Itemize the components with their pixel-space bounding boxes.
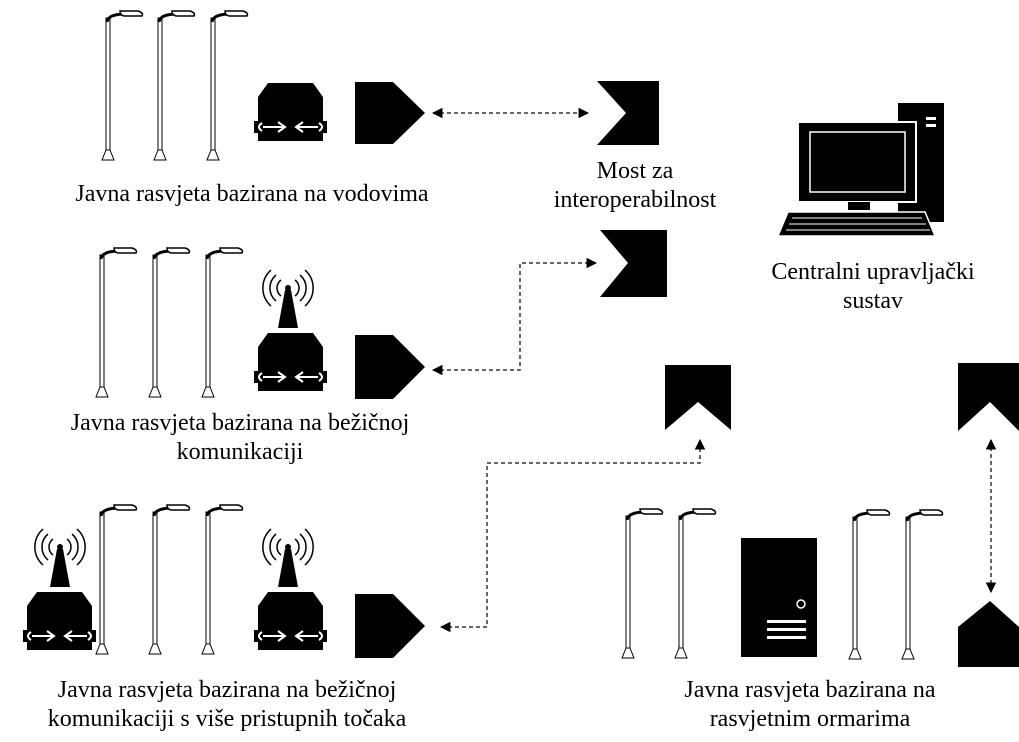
cabinet-label-line-2: rasvjetnim ormarima — [709, 706, 911, 732]
concentrator-box-icon — [22, 591, 97, 651]
protocol-adapter-icon — [355, 335, 425, 399]
street-lamp-icon — [205, 9, 249, 162]
concentrator-box-icon — [253, 591, 328, 651]
bridge-label-line-2: interoperabilnost — [553, 187, 717, 213]
street-lamp-icon — [620, 507, 664, 660]
concentrator-box-icon — [253, 82, 328, 142]
cabinet-label-line-1: Javna rasvjeta bazirana na — [684, 677, 936, 703]
connector-arrow — [439, 438, 706, 633]
wireless-label-line-1: Javna rasvjeta bazirana na bežičnoj — [70, 410, 410, 436]
cabinet-label: Javna rasvjeta bazirana na rasvjetnim or… — [660, 676, 960, 734]
protocol-adapter-icon — [355, 594, 425, 658]
power-line-label-text: Javna rasvjeta bazirana na vodovima — [75, 181, 429, 207]
wireless-label-line-2: komunikaciji — [176, 439, 304, 465]
central-label: Centralni upravljački sustav — [728, 258, 1018, 316]
protocol-adapter-icon — [597, 81, 659, 145]
protocol-adapter-icon — [600, 230, 667, 297]
street-lamp-icon — [200, 503, 244, 656]
street-lamp-icon — [94, 503, 138, 656]
wireless-antenna-icon — [34, 528, 86, 588]
wireless-antenna-icon — [262, 528, 314, 588]
wireless-antenna-icon — [262, 269, 314, 329]
computer-icon — [776, 103, 944, 237]
bridge-label: Most za interoperabilnost — [520, 157, 750, 215]
multi-ap-label: Javna rasvjeta bazirana na bežičnoj komu… — [2, 676, 452, 734]
street-lamp-icon — [847, 508, 891, 661]
multi-ap-group — [22, 503, 425, 658]
multi-ap-label-line-2: komunikaciji s više pristupnih točaka — [47, 706, 407, 732]
cabinet-group — [620, 507, 1019, 667]
concentrator-box-icon — [253, 332, 328, 392]
street-lamp-icon — [147, 246, 191, 399]
street-lamp-icon — [94, 246, 138, 399]
street-lamp-icon — [100, 9, 144, 162]
protocol-adapter-icon — [958, 363, 1019, 431]
connector-arrow — [431, 257, 598, 376]
wireless-group — [94, 246, 425, 399]
central-label-line-1: Centralni upravljački — [771, 259, 975, 285]
lighting-cabinet-icon — [741, 538, 817, 657]
bridge-label-line-1: Most za — [596, 158, 674, 184]
power-line-group — [100, 9, 425, 162]
power-line-label: Javna rasvjeta bazirana na vodovima — [24, 180, 480, 209]
multi-ap-label-line-1: Javna rasvjeta bazirana na bežičnoj — [57, 677, 397, 703]
protocol-adapter-icon — [665, 365, 731, 430]
street-lamp-icon — [200, 246, 244, 399]
street-lamp-icon — [900, 508, 944, 661]
wireless-label: Javna rasvjeta bazirana na bežičnoj komu… — [30, 409, 450, 467]
protocol-adapter-icon — [355, 82, 425, 144]
protocol-adapter-icon — [958, 601, 1019, 667]
street-lamp-icon — [673, 507, 717, 660]
central-label-line-2: sustav — [843, 288, 903, 314]
street-lamp-icon — [147, 503, 191, 656]
street-lamp-icon — [152, 9, 196, 162]
